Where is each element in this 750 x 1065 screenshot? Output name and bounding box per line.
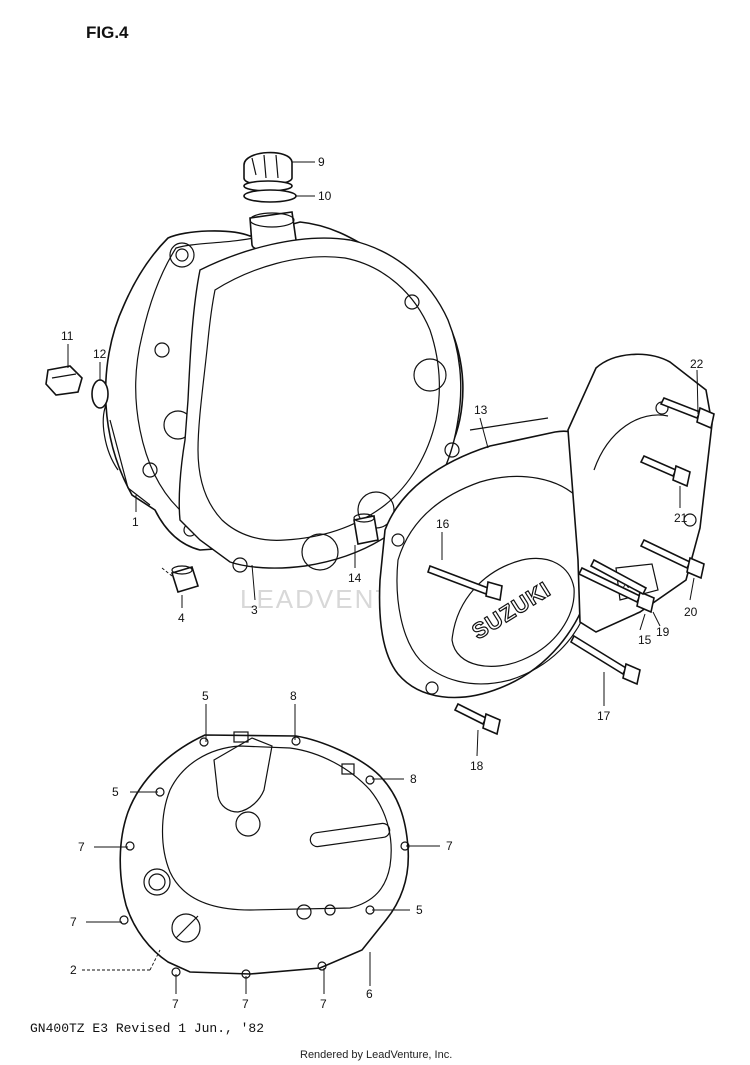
callout-6: 6 (366, 987, 373, 1001)
o-ring (243, 189, 297, 203)
drain-bolt (45, 365, 83, 396)
callout-13: 13 (474, 403, 488, 417)
callout-21: 21 (674, 511, 688, 525)
callout-8a: 8 (290, 689, 297, 703)
callout-11: 11 (61, 329, 74, 343)
bolt-15 (577, 566, 655, 614)
callout-16: 16 (436, 517, 450, 531)
callout-15: 15 (638, 633, 652, 647)
callout-14: 14 (348, 571, 362, 585)
callout-20: 20 (684, 605, 698, 619)
footer-model-text: GN400TZ E3 Revised 1 Jun., '82 (30, 1021, 264, 1036)
bolt-20 (639, 538, 705, 580)
callout-17: 17 (597, 709, 611, 723)
footer-render-credit: Rendered by LeadVenture, Inc. (300, 1049, 452, 1061)
callout-5b: 5 (112, 785, 119, 799)
callout-7f: 7 (320, 997, 327, 1011)
callout-12: 12 (93, 347, 107, 361)
callout-7e: 7 (242, 997, 249, 1011)
bolt-22 (659, 396, 715, 430)
callout-19: 19 (656, 625, 670, 639)
callout-4: 4 (178, 611, 185, 625)
callouts: 9 10 11 12 1 3 4 14 13 16 15 19 20 21 22… (61, 155, 704, 1011)
bolt-21 (639, 454, 691, 488)
bolt-16 (426, 564, 503, 602)
callout-1: 1 (132, 515, 139, 529)
callout-10: 10 (318, 189, 332, 203)
leader-lines (67, 161, 699, 994)
callout-8b: 8 (410, 772, 417, 786)
callout-7c: 7 (70, 915, 77, 929)
dowel-pin-14 (353, 513, 379, 545)
figure-label: FIG.4 (86, 23, 129, 42)
bolt-18 (453, 702, 501, 736)
callout-9: 9 (318, 155, 325, 169)
callout-2: 2 (70, 963, 77, 977)
callout-3: 3 (251, 603, 258, 617)
callout-22: 22 (690, 357, 704, 371)
dowel-pin (170, 565, 200, 593)
gasket-washer (91, 379, 109, 409)
bolt-17 (569, 634, 641, 686)
callout-7b: 7 (446, 839, 453, 853)
generator-cover: SUZUKI (378, 417, 607, 699)
callout-7d: 7 (172, 997, 179, 1011)
callout-18: 18 (470, 759, 484, 773)
oil-filler-cap (243, 151, 293, 192)
callout-7a: 7 (78, 840, 85, 854)
callout-5c: 5 (416, 903, 423, 917)
bolt-19 (589, 558, 648, 596)
clutch-cover-gasket (119, 731, 410, 979)
callout-5a: 5 (202, 689, 209, 703)
